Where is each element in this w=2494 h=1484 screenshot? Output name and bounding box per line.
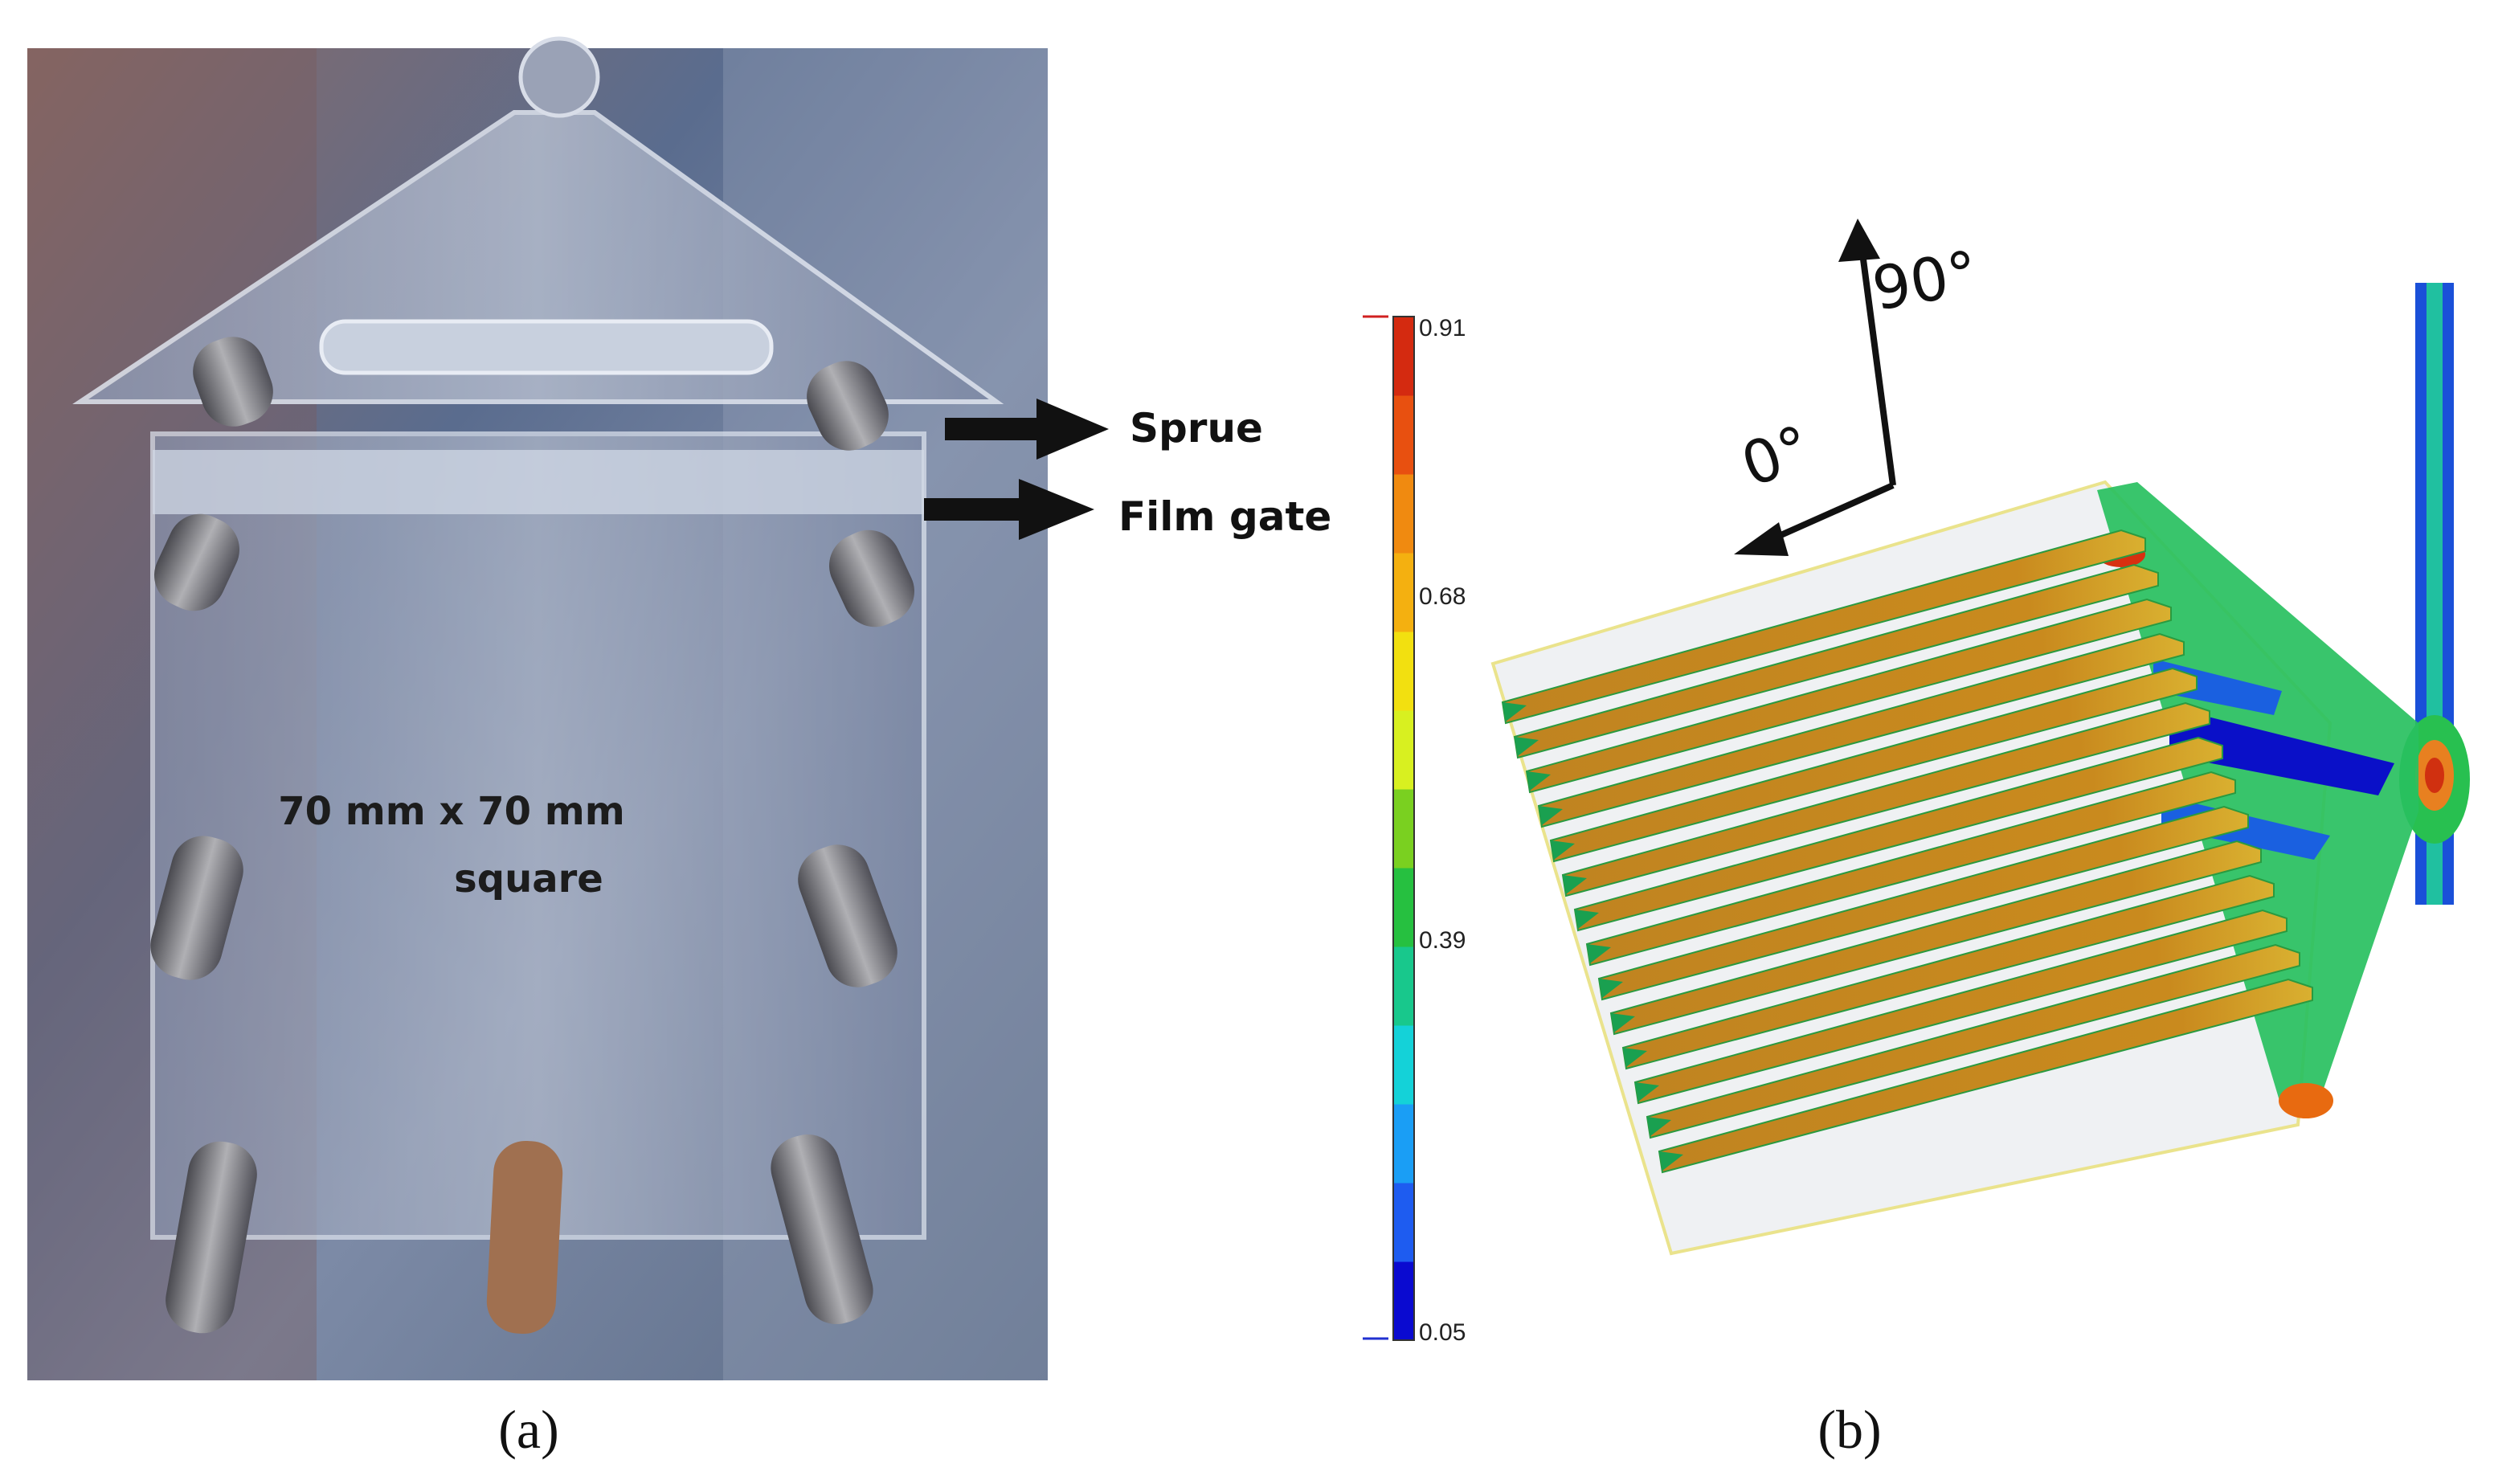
ejector-pins	[150, 337, 914, 1335]
strip-tip	[1503, 702, 1527, 722]
strip-tip	[1515, 737, 1539, 756]
flow-strip	[1513, 563, 2159, 759]
colorbar-cell	[1393, 474, 1414, 554]
flow-strip	[1658, 978, 2313, 1174]
colorbar-cell	[1393, 868, 1414, 947]
sprue-label: Sprue	[1130, 405, 1263, 452]
colorbar-tick-min: 0.05	[1419, 1319, 1466, 1346]
caption-a: (a)	[498, 1399, 558, 1460]
colorbar-tick-039: 0.39	[1419, 927, 1466, 954]
strip-tip	[1563, 875, 1587, 894]
caption-b: (b)	[1817, 1399, 1881, 1460]
strip-tip	[1647, 1117, 1671, 1136]
flow-strip	[1573, 736, 2223, 932]
colorbar-tick-068: 0.68	[1419, 583, 1466, 610]
flow-strip	[1525, 598, 2172, 794]
flow-strip	[1549, 667, 2198, 863]
colorbar-cell	[1393, 1261, 1414, 1341]
flow-strip	[1621, 874, 2275, 1070]
colorbar: 0.91 0.68 0.39 0.05	[1363, 315, 1466, 1346]
colorbar-cell	[1393, 1025, 1414, 1105]
colorbar-cell	[1393, 946, 1414, 1026]
strip-tip	[1587, 944, 1611, 963]
colorbar-cell	[1393, 789, 1414, 869]
strip-tip	[1611, 1013, 1635, 1032]
strip-tip	[1527, 771, 1551, 791]
colorbar-cell	[1393, 632, 1414, 711]
strip-tip	[1539, 806, 1563, 825]
strip-tip	[1575, 910, 1599, 929]
colorbar-tick-max: 0.91	[1419, 315, 1466, 341]
colorbar-cells	[1393, 317, 1414, 1341]
strip-tip	[1599, 979, 1623, 998]
angle-90-label: 90°	[1867, 238, 1983, 324]
orientation-axes: 90° 0°	[1733, 219, 1983, 556]
flow-strip	[1501, 529, 2146, 725]
film-gate-arrow-icon	[924, 479, 1094, 540]
flow-strip	[1633, 909, 2288, 1105]
strip-tip	[1659, 1151, 1683, 1171]
flow-strip	[1646, 943, 2300, 1139]
colorbar-cell	[1393, 553, 1414, 632]
sprue-arrow-icon	[945, 399, 1109, 460]
colorbar-cell	[1393, 395, 1414, 475]
colorbar-cell	[1393, 710, 1414, 790]
sprue-annotation: Sprue	[945, 399, 1263, 460]
dimension-label-line1: 70 mm x 70 mm	[278, 789, 624, 834]
dimension-label-line2: square	[454, 856, 603, 901]
panel-a-photo: 70 mm x 70 mm square	[27, 36, 1048, 1380]
colorbar-cell	[1393, 317, 1414, 396]
arrow-90-icon	[1838, 219, 1880, 262]
flow-strip	[1597, 805, 2249, 1001]
flow-strip	[1561, 701, 2210, 897]
arrow-0-icon	[1734, 522, 1789, 556]
film-gate-label: Film gate	[1118, 493, 1331, 540]
flow-strip	[1537, 632, 2185, 828]
flow-strips	[1501, 529, 2313, 1174]
film-gate-annotation: Film gate	[924, 479, 1331, 540]
colorbar-cell	[1393, 1104, 1414, 1184]
strip-tip	[1551, 840, 1575, 860]
flow-strip	[1609, 840, 2262, 1036]
angle-0-label: 0°	[1733, 412, 1820, 501]
strip-tip	[1635, 1082, 1659, 1102]
strip-tip	[1623, 1048, 1647, 1067]
colorbar-cell	[1393, 1183, 1414, 1262]
simulation-model	[1490, 283, 2470, 1256]
flow-strip	[1585, 771, 2236, 967]
